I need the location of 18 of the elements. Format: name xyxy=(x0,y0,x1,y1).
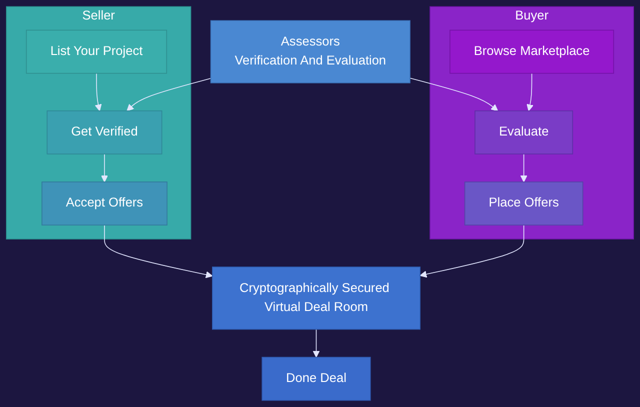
node-box: Get Verified xyxy=(46,110,162,154)
node-box: Cryptographically Secured Virtual Deal Room xyxy=(212,266,420,330)
node-box: Assessors Verification And Evaluation xyxy=(210,20,410,84)
node-box: Done Deal xyxy=(262,356,371,401)
node-box: Place Offers xyxy=(464,182,584,226)
arrow xyxy=(104,224,213,278)
arrow xyxy=(312,328,320,358)
arrow xyxy=(410,78,498,112)
arrow xyxy=(94,72,102,112)
arrow xyxy=(420,224,524,278)
arrow xyxy=(126,78,212,112)
node-box: List Your Project xyxy=(26,30,168,74)
node-box: Accept Offers xyxy=(42,182,168,226)
node-box: Evaluate xyxy=(474,110,574,154)
arrow xyxy=(520,154,528,182)
node-box: Browse Marketplace xyxy=(450,30,614,74)
arrow xyxy=(526,72,534,112)
arrow xyxy=(100,154,108,182)
